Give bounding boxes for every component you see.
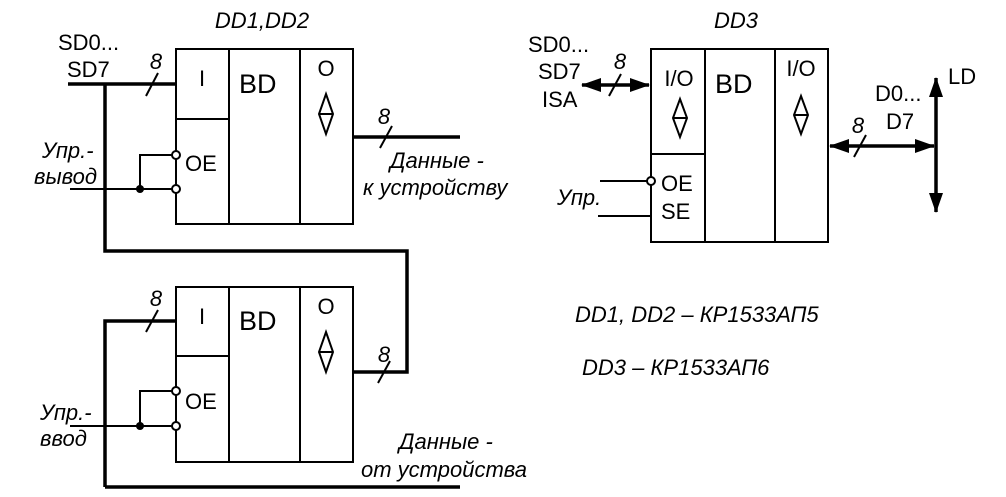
ld-label: LD: [948, 64, 976, 89]
dd3-left-io-label: I/O: [664, 66, 693, 91]
dd3-wiring: [581, 73, 943, 217]
legend-dd1-dd2: DD1, DD2 – КР1533АП5: [575, 302, 819, 327]
ld-data-label-2: D7: [886, 109, 914, 134]
isa-label-1: SD0...: [528, 32, 589, 57]
bus-width-label: 8: [150, 286, 163, 311]
bus-width-slash: [379, 125, 393, 149]
bus-width-slash: [377, 360, 391, 384]
dd1-dd2-title: DD1,DD2: [215, 8, 309, 33]
dd3-oe-label: OE: [661, 171, 693, 196]
ctrl-output-label-1: Упр.-: [41, 138, 94, 163]
dd3-ctrl-label: Упр.: [556, 185, 601, 210]
legend-dd3: DD3 – КР1533АП6: [582, 355, 770, 380]
block-dd2: I BD O OE: [171, 286, 354, 463]
bus-width-label: 8: [614, 49, 627, 74]
data-from-device-label-2: от устройства: [361, 457, 527, 482]
dd2-output-label: O: [317, 294, 334, 319]
bus-width-label: 8: [378, 342, 391, 367]
dd1-input-label: I: [199, 66, 205, 91]
bus-width-slash: [145, 72, 159, 97]
bus-width-label: 8: [852, 113, 865, 138]
dd1-center-label: BD: [239, 69, 277, 99]
dd3-left-direction-icon: [671, 96, 689, 140]
data-to-device-label-1: Данные -: [387, 148, 484, 173]
dd3-right-io-label: I/O: [786, 56, 815, 81]
dd3-title: DD3: [714, 8, 759, 33]
ld-data-label-1: D0...: [875, 81, 921, 106]
bus-width-slash: [145, 309, 159, 333]
data-from-device-label-1: Данные -: [396, 429, 493, 454]
dd3-right-direction-icon: [792, 93, 810, 137]
dd2-oe-inversion-1: [171, 386, 181, 396]
dd3-body: [650, 48, 829, 243]
junction-dot: [136, 185, 144, 193]
dd1-oe-inversion-2: [171, 184, 181, 194]
dd1-oe-label: OE: [185, 151, 217, 176]
ctrl-output-label-2: вывод: [34, 164, 97, 189]
junction-dot: [136, 422, 144, 430]
sd-bus-label-2: SD7: [67, 57, 110, 82]
bus-width-slash: [608, 73, 622, 97]
dd1-body: [175, 48, 354, 225]
dd2-control-wiring: [70, 390, 172, 430]
dd2-oe-inversion-2: [171, 421, 181, 431]
bus-width-label: 8: [150, 49, 163, 74]
dd2-direction-icon: [317, 328, 335, 376]
block-dd3: I/O BD I/O OE SE: [646, 48, 829, 243]
isa-label-2: SD7: [538, 59, 581, 84]
dd3-center-label: BD: [715, 69, 753, 99]
dd1-control-wiring: [70, 154, 172, 193]
ctrl-input-label-2: ввод: [40, 426, 87, 451]
dd3-se-label: SE: [661, 199, 690, 224]
sd-bus-label-1: SD0...: [58, 30, 119, 55]
dd2-center-label: BD: [239, 306, 277, 336]
dd2-body: [175, 286, 354, 463]
sd-bus-wiring: [68, 72, 460, 489]
bus-width-label: 8: [378, 104, 391, 129]
data-to-device-label-2: к устройству: [363, 175, 509, 200]
dd2-oe-label: OE: [185, 389, 217, 414]
block-dd1: I BD O OE: [171, 48, 354, 225]
dd1-oe-inversion-1: [171, 150, 181, 160]
dd3-oe-inversion: [646, 176, 656, 186]
bus-width-slash: [853, 134, 867, 158]
dd2-input-label: I: [199, 304, 205, 329]
dd1-direction-icon: [317, 90, 335, 138]
dd1-output-label: O: [317, 56, 334, 81]
ctrl-input-label-1: Упр.-: [39, 400, 92, 425]
isa-label-3: ISA: [542, 87, 578, 112]
